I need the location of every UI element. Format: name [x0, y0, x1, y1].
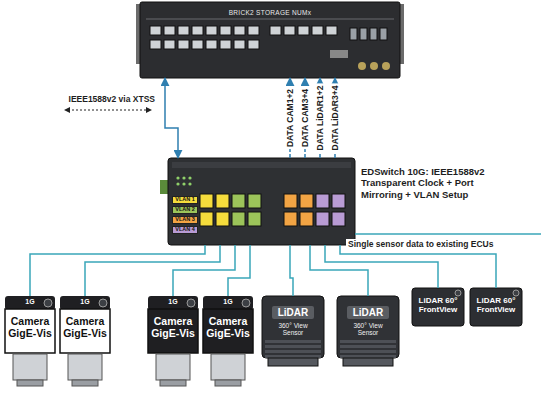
node-subtitle: Camera GigE-Vis [204, 315, 252, 339]
sensor-cable [340, 245, 496, 288]
legend-swatch: VLAN 3 [172, 216, 198, 224]
node-subtitle: Camera GigE-Vis [6, 315, 54, 339]
node-title: LiDAR [272, 306, 315, 319]
storage-node: BRICK2 STORAGE NUMx [140, 2, 400, 78]
legend-text: VLAN 1 [175, 197, 195, 203]
legend-swatch: VLAN 2 [172, 206, 198, 214]
node-title: EDSwitch 10G: IEEE1588v2 Transparent Clo… [361, 166, 493, 200]
camera-node: 1G Camera GigE-Vis [203, 296, 253, 388]
camera-bodies [5, 296, 253, 386]
lidar-bodies [262, 288, 522, 366]
edge-label: DATA CAM1+2 [285, 87, 295, 149]
node-title: 1G [80, 298, 89, 309]
node-title: LiDAR [347, 306, 390, 319]
ecu-leader [355, 233, 541, 235]
note-label: Single sensor data to existing ECUs [346, 239, 495, 249]
storage-rack [136, 2, 404, 78]
edge-label: IEEE1588v2 via XTSS [67, 94, 157, 104]
edge-label: DATA CAM3+4 [300, 87, 310, 149]
sensor-cable [325, 245, 438, 288]
lidar-node: LiDAR 360° View Sensor [337, 296, 399, 368]
legend-text: VLAN 2 [175, 207, 195, 213]
sensor-cable [173, 245, 235, 296]
legend-swatch: VLAN 1 [172, 196, 198, 204]
node-subtitle: Camera GigE-Vis [149, 315, 197, 339]
lidar-node: LiDAR 360° View Sensor [262, 296, 324, 368]
node-title: 1G [25, 298, 34, 309]
node-subtitle: 360° View Sensor [343, 322, 393, 336]
sensor-cable [310, 245, 368, 296]
node-title: 1G [168, 298, 177, 309]
edge-label: DATA LiDAR3+4 [330, 84, 340, 153]
legend-text: VLAN 4 [175, 227, 195, 233]
node-subtitle: Camera GigE-Vis [61, 315, 109, 339]
switch-housing [160, 158, 355, 245]
camera-node: 1G Camera GigE-Vis [148, 296, 198, 388]
node-title: BRICK2 STORAGE NUMx [229, 9, 312, 16]
node-subtitle: 360° View Sensor [268, 322, 318, 336]
node-title: LiDAR 60° FrontView [414, 296, 462, 314]
edge-label: DATA LiDAR1+2 [315, 84, 325, 153]
camera-node: 1G Camera GigE-Vis [5, 296, 55, 388]
data-link [165, 78, 178, 158]
sensor-cable [290, 245, 293, 296]
camera-node: 1G Camera GigE-Vis [60, 296, 110, 388]
sensor-cable [228, 245, 250, 296]
lidar-node: LiDAR 60° FrontView [470, 288, 522, 326]
lidar-node: LiDAR 60° FrontView [412, 288, 464, 326]
node-title: 1G [223, 298, 232, 309]
sync-arrow [64, 107, 152, 113]
legend-swatch: VLAN 4 [172, 226, 198, 234]
node-title: LiDAR 60° FrontView [472, 296, 520, 314]
legend-text: VLAN 3 [175, 217, 195, 223]
